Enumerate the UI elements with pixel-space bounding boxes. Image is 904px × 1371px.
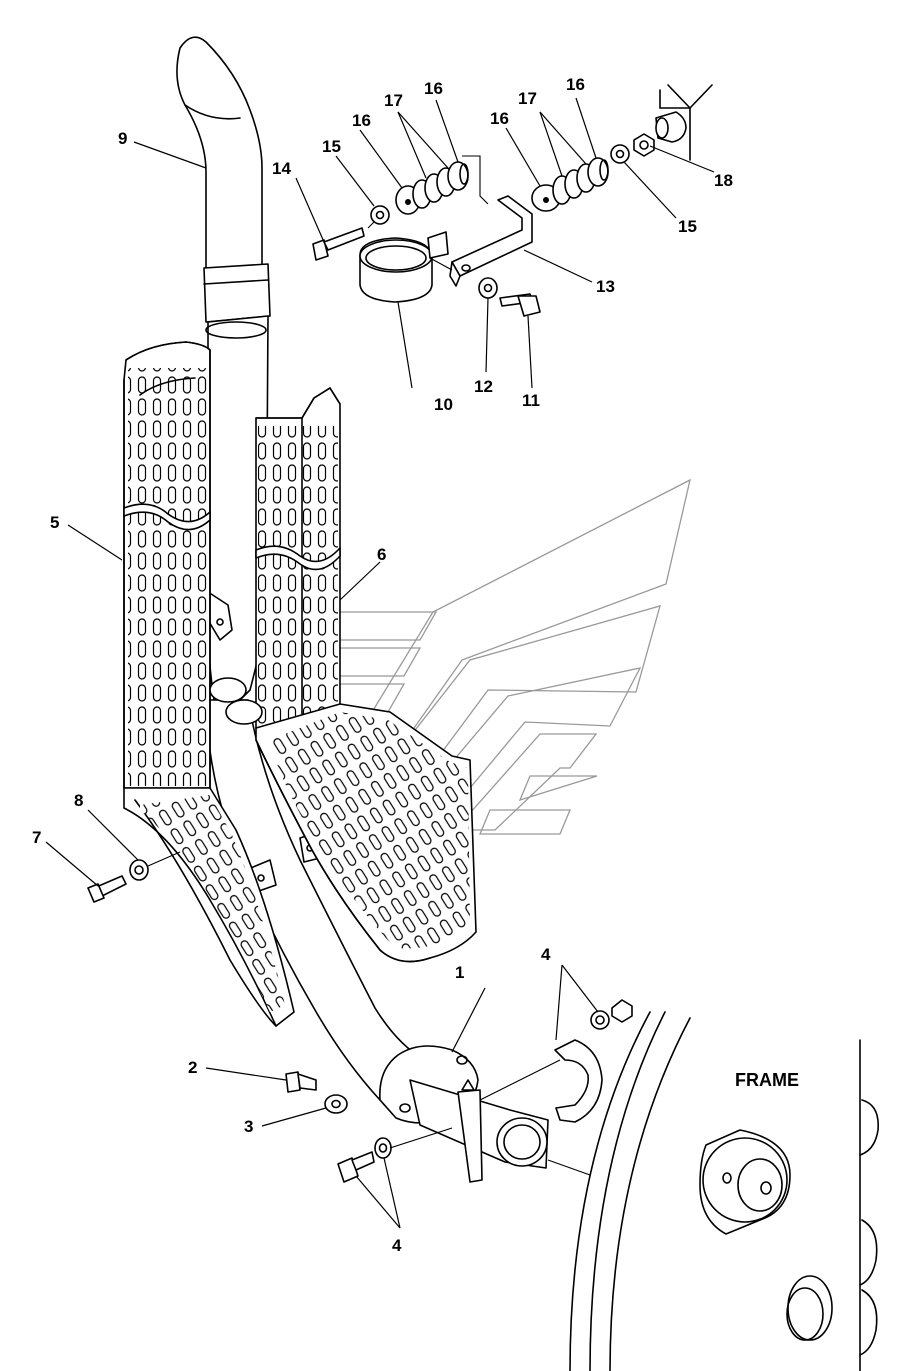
label-7: 7: [32, 828, 41, 847]
washer-15b: [610, 144, 630, 164]
label-16-b: 16: [424, 79, 443, 98]
label-15-right: 15: [678, 217, 697, 236]
clamp-10: [359, 231, 449, 303]
label-13: 13: [596, 277, 615, 296]
label-18: 18: [714, 171, 733, 190]
frame-label: FRAME: [735, 1070, 799, 1090]
label-8: 8: [74, 791, 83, 810]
bolt-2-washer-3: [285, 1071, 348, 1114]
leader-lines: [45, 97, 715, 1229]
label-6: 6: [377, 545, 386, 564]
label-2: 2: [188, 1058, 197, 1077]
label-3: 3: [244, 1117, 253, 1136]
isolator-stack-left: [395, 161, 469, 215]
label-17-a: 17: [384, 91, 403, 110]
pipe-opening: [209, 677, 247, 703]
heat-shield-right: [255, 387, 477, 963]
label-12: 12: [474, 377, 493, 396]
bolt-11: [499, 293, 541, 317]
bolt-7-washer-8: [87, 851, 181, 903]
pipe-opening-2: [225, 699, 263, 725]
label-1: 1: [455, 963, 464, 982]
bracket-13: [449, 195, 533, 287]
label-15-left: 15: [322, 137, 341, 156]
bolt-14: [312, 227, 365, 261]
label-16-d: 16: [566, 75, 585, 94]
flange-1: [379, 1045, 549, 1183]
label-16-a: 16: [352, 111, 371, 130]
label-9: 9: [118, 129, 127, 148]
heat-shield-left: [123, 341, 295, 1027]
frame: [569, 1011, 879, 1371]
label-4-lower: 4: [392, 1236, 402, 1255]
washer-15a: [370, 205, 390, 225]
clamp-4: [554, 999, 633, 1123]
label-4-upper: 4: [541, 945, 551, 964]
label-17-b: 17: [518, 89, 537, 108]
bolt-4-lower: [337, 1137, 392, 1183]
label-5: 5: [50, 513, 59, 532]
label-14: 14: [272, 159, 291, 178]
nut-18: [633, 133, 655, 157]
label-11: 11: [522, 391, 540, 410]
exhaust-pipe: [176, 36, 436, 1104]
stud-plate: [655, 84, 713, 161]
label-16-c: 16: [490, 109, 509, 128]
label-10: 10: [434, 395, 453, 414]
isolator-stack-right: [531, 157, 609, 212]
washer-12: [478, 277, 498, 299]
